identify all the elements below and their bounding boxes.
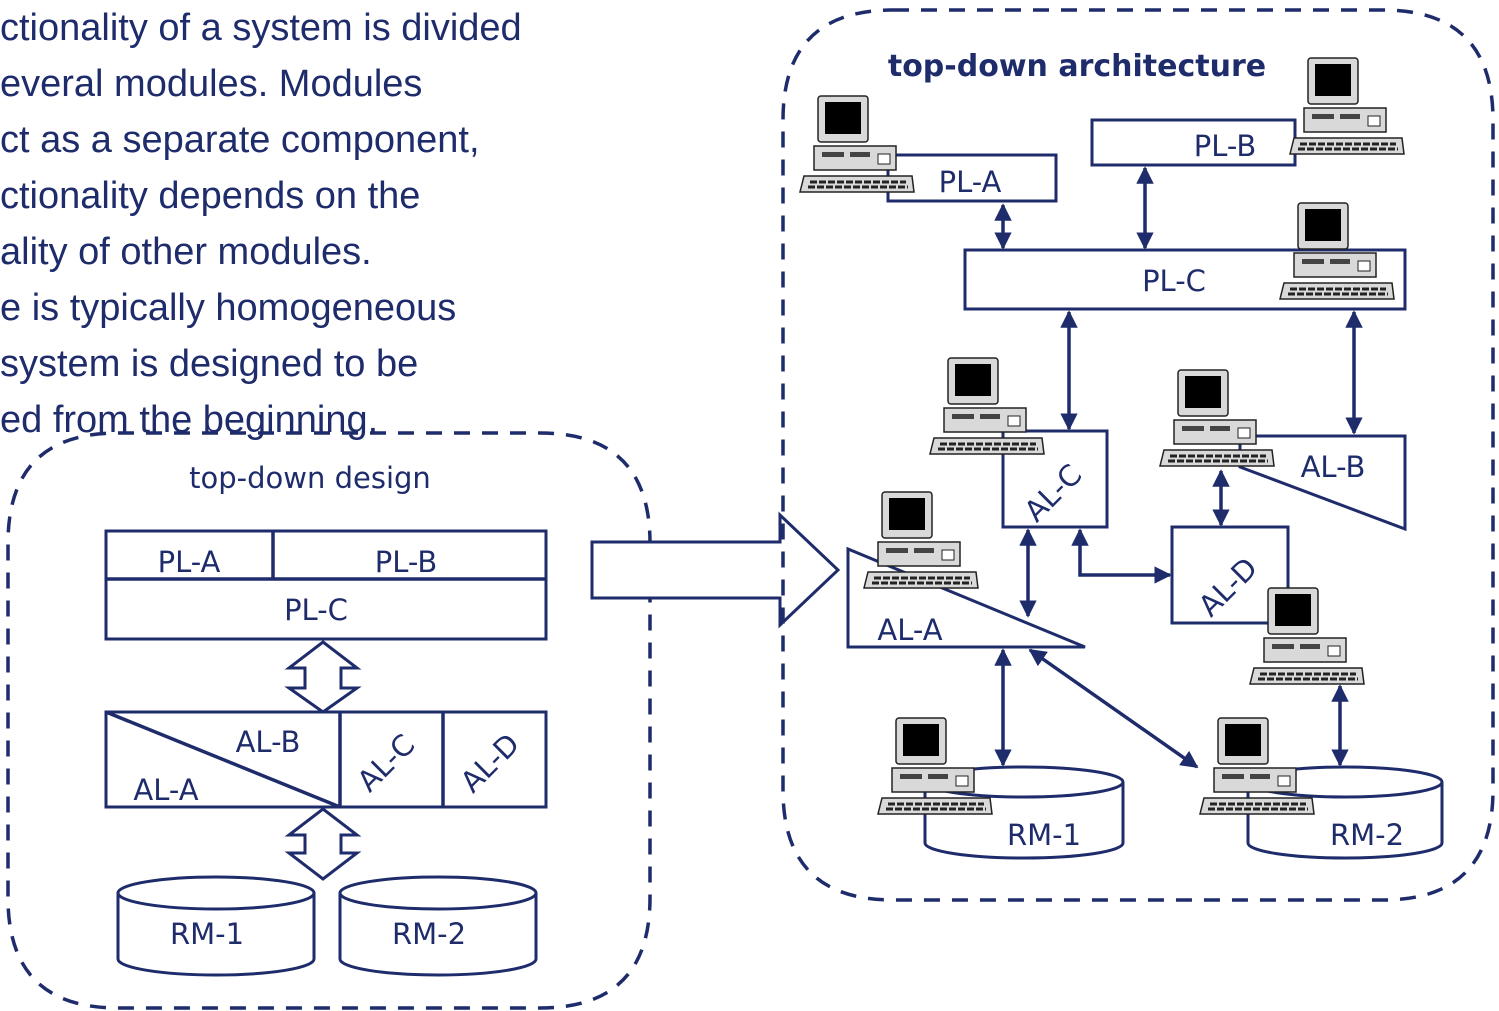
arch-pl-c-label: PL-C bbox=[1142, 264, 1206, 298]
arch-pl-b-label: PL-B bbox=[1194, 129, 1256, 163]
intro-line: ctionality of a system is divided bbox=[0, 7, 522, 49]
connector-alc-ald bbox=[1071, 528, 1172, 584]
top-down-design-panel: top-down design PL-A PL-B PL-C AL-B AL-A… bbox=[6, 431, 652, 1010]
computer-icon bbox=[1288, 56, 1406, 156]
design-al-diagonal bbox=[105, 710, 341, 809]
connector-ala-rm2 bbox=[1028, 648, 1199, 769]
design-pl-a-label: PL-A bbox=[158, 545, 221, 579]
computer-icon bbox=[862, 490, 980, 590]
design-double-arrow-upper bbox=[284, 640, 362, 714]
design-dashed-border bbox=[6, 431, 652, 1010]
arch-al-b-label: AL-B bbox=[1301, 450, 1366, 484]
intro-line: ct as a separate component, bbox=[0, 119, 480, 161]
design-pl-b-label: PL-B bbox=[375, 545, 437, 579]
intro-line: ctionality depends on the bbox=[0, 175, 421, 217]
architecture-dashed-border bbox=[781, 8, 1495, 902]
design-al-b-label: AL-B bbox=[236, 725, 301, 759]
design-rm-2-label: RM-2 bbox=[392, 917, 466, 951]
design-pl-block bbox=[104, 529, 548, 641]
computer-icon bbox=[928, 356, 1046, 456]
computer-icon bbox=[876, 716, 994, 816]
arch-rm-2-label: RM-2 bbox=[1330, 818, 1404, 852]
design-al-a-label: AL-A bbox=[133, 773, 198, 807]
intro-line: e is typically homogeneous bbox=[0, 287, 457, 329]
intro-text: ctionality of a system is divided everal… bbox=[0, 0, 522, 448]
design-double-arrow-lower bbox=[284, 807, 362, 881]
intro-line: everal modules. Modules bbox=[0, 63, 423, 105]
arrow-right-icon bbox=[590, 511, 841, 629]
design-title: top-down design bbox=[189, 461, 431, 495]
arch-al-a-label: AL-A bbox=[877, 613, 942, 647]
arch-pl-a-box bbox=[886, 153, 1058, 203]
computer-icon bbox=[798, 94, 916, 194]
design-rm-1-label: RM-1 bbox=[170, 917, 244, 951]
design-rm-1-database-icon: RM-1 bbox=[116, 875, 316, 977]
design-al-block bbox=[104, 710, 548, 809]
arch-rm-1-label: RM-1 bbox=[1007, 818, 1081, 852]
design-pl-c-label: PL-C bbox=[284, 593, 348, 627]
arch-al-d-box bbox=[1170, 525, 1290, 625]
intro-line: ed from the beginning. bbox=[0, 399, 379, 441]
arch-al-c-box bbox=[1001, 429, 1109, 529]
arch-pl-a-label: PL-A bbox=[939, 165, 1002, 199]
computer-icon bbox=[1198, 716, 1316, 816]
computer-icon bbox=[1158, 368, 1276, 468]
design-rm-2-database-icon: RM-2 bbox=[338, 875, 538, 977]
top-down-architecture-panel: top-down architecture PL-A PL-B PL-C AL-… bbox=[781, 8, 1495, 902]
architecture-title: top-down architecture bbox=[888, 49, 1266, 84]
intro-line: ality of other modules. bbox=[0, 231, 372, 273]
arch-pl-b-box bbox=[1090, 118, 1297, 167]
intro-line: system is designed to be bbox=[0, 343, 419, 385]
